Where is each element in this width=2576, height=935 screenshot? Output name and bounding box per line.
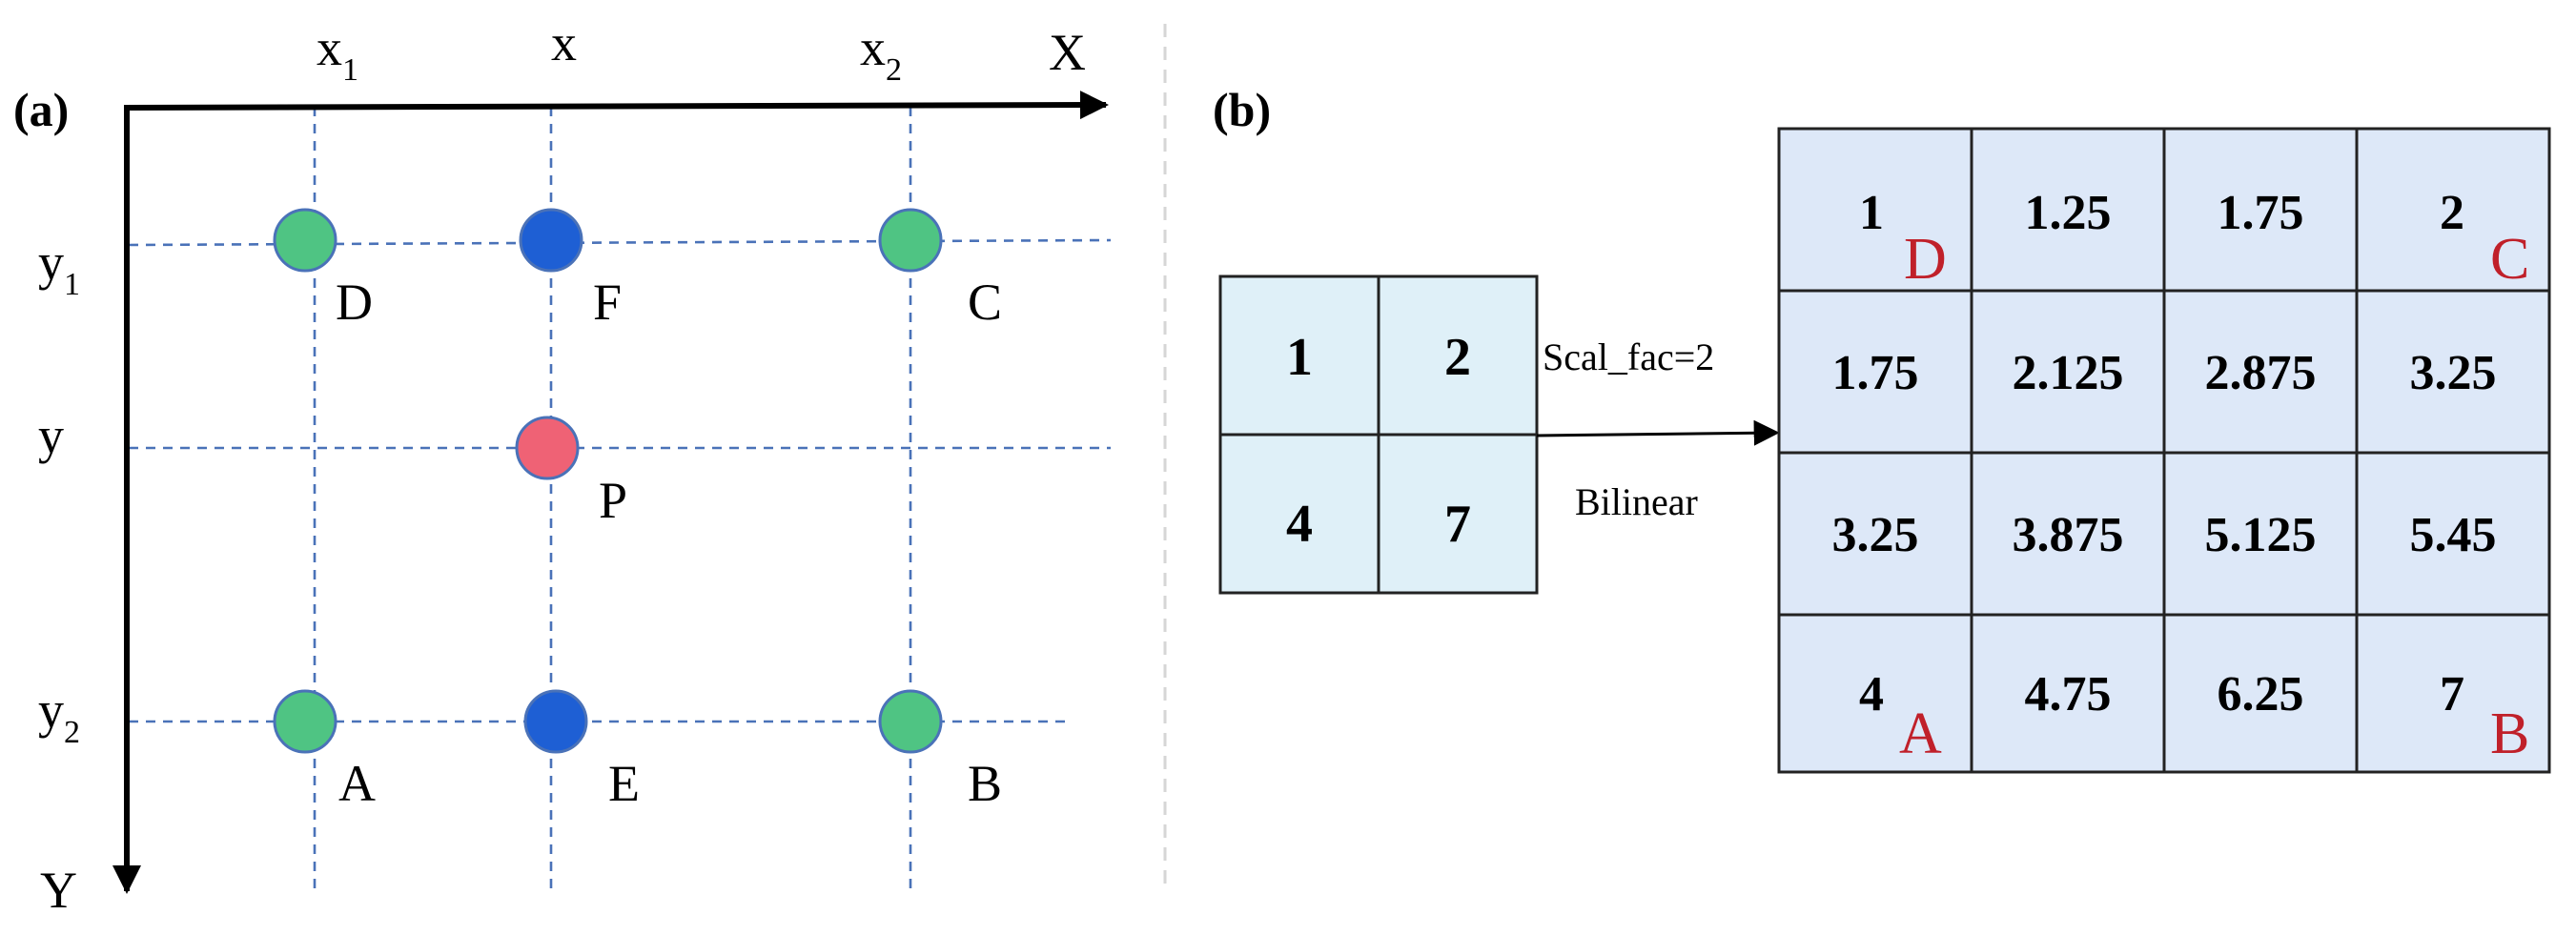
- panel-a: (a) X Y x1 x x2 y1 y y2: [13, 14, 1112, 919]
- point-label-p: P: [599, 472, 627, 529]
- output-cell-value: 1.75: [2218, 186, 2304, 240]
- x-tick-x: x: [551, 14, 577, 71]
- output-cell-value: 2.875: [2205, 346, 2317, 400]
- point-label-b: B: [968, 755, 1002, 812]
- input-cell-value: 2: [1444, 328, 1471, 387]
- input-grid: 1 2 4 7: [1218, 274, 1539, 595]
- output-cell-value: 3.25: [1832, 508, 1919, 562]
- method-label: Bilinear: [1575, 480, 1698, 523]
- output-cell-value: 3.875: [2013, 508, 2124, 562]
- point-c: [878, 208, 943, 273]
- y-tick-y1: y1: [38, 234, 80, 302]
- output-cell-value: 5.45: [2410, 508, 2497, 562]
- output-cell: [1970, 127, 2166, 293]
- point-b: [878, 689, 943, 754]
- x-axis: [123, 91, 1109, 120]
- input-cell: [1377, 433, 1539, 595]
- output-cell-value: 1: [1859, 186, 1884, 240]
- point-label-c: C: [968, 274, 1002, 331]
- output-cell-value: 5.125: [2205, 508, 2317, 562]
- output-cell: [1777, 289, 1973, 455]
- output-cell: [2355, 613, 2551, 774]
- point-p: [515, 416, 580, 480]
- input-cell: [1218, 433, 1380, 595]
- point-a: [273, 689, 337, 754]
- output-cell: [2162, 613, 2359, 774]
- output-cell: [2355, 451, 2551, 617]
- panel-a-points: [273, 208, 943, 754]
- corner-label-c: C: [2490, 227, 2529, 292]
- upsample-arrow: [1536, 419, 1780, 446]
- x-tick-x1: x1: [317, 19, 358, 88]
- output-cell-value: 6.25: [2218, 667, 2304, 722]
- output-cell: [2355, 127, 2551, 293]
- output-cell: [1777, 451, 1973, 617]
- y-tick-y2: y2: [38, 681, 80, 750]
- output-cell: [2162, 127, 2359, 293]
- output-cell-value: 1.75: [1832, 346, 1919, 400]
- point-f: [519, 208, 583, 273]
- scale-factor-label: Scal_fac=2: [1543, 335, 1714, 378]
- output-cell: [1970, 451, 2166, 617]
- point-label-a: A: [338, 755, 376, 812]
- output-grid: 1 1.25 1.75 2 1.75 2.125 2.875 3.25 3.25…: [1777, 127, 2551, 774]
- panel-b-label: (b): [1213, 83, 1271, 136]
- corner-label-b: B: [2490, 701, 2529, 766]
- point-d: [273, 208, 337, 273]
- x-axis-label: X: [1049, 24, 1086, 81]
- input-cell-value: 7: [1444, 495, 1471, 554]
- output-cell: [1777, 613, 1973, 774]
- output-cell-value: 4: [1859, 667, 1884, 722]
- panel-b: (b) 1 2 4 7 Scal_fac=2 Bilinear: [1213, 83, 2551, 774]
- corner-label-a: A: [1899, 701, 1942, 766]
- output-cell-value: 2.125: [2013, 346, 2124, 400]
- output-cell: [2162, 451, 2359, 617]
- output-cell-value: 1.25: [2025, 186, 2112, 240]
- input-cell: [1218, 274, 1380, 437]
- point-label-e: E: [608, 755, 640, 812]
- output-cell: [1970, 613, 2166, 774]
- output-cell-value: 4.75: [2025, 667, 2112, 722]
- point-label-f: F: [593, 274, 622, 331]
- output-cell-value: 7: [2440, 667, 2464, 722]
- panel-a-label: (a): [13, 83, 69, 136]
- point-label-d: D: [336, 274, 373, 331]
- point-e: [523, 689, 588, 754]
- output-cell-value: 2: [2440, 186, 2464, 240]
- corner-label-d: D: [1904, 227, 1947, 292]
- y-tick-y: y: [38, 407, 64, 464]
- y-axis-label: Y: [40, 862, 77, 919]
- output-cell-value: 3.25: [2410, 346, 2497, 400]
- input-cell-value: 1: [1286, 328, 1313, 387]
- x-tick-x2: x2: [860, 19, 902, 88]
- input-cell-value: 4: [1286, 495, 1313, 554]
